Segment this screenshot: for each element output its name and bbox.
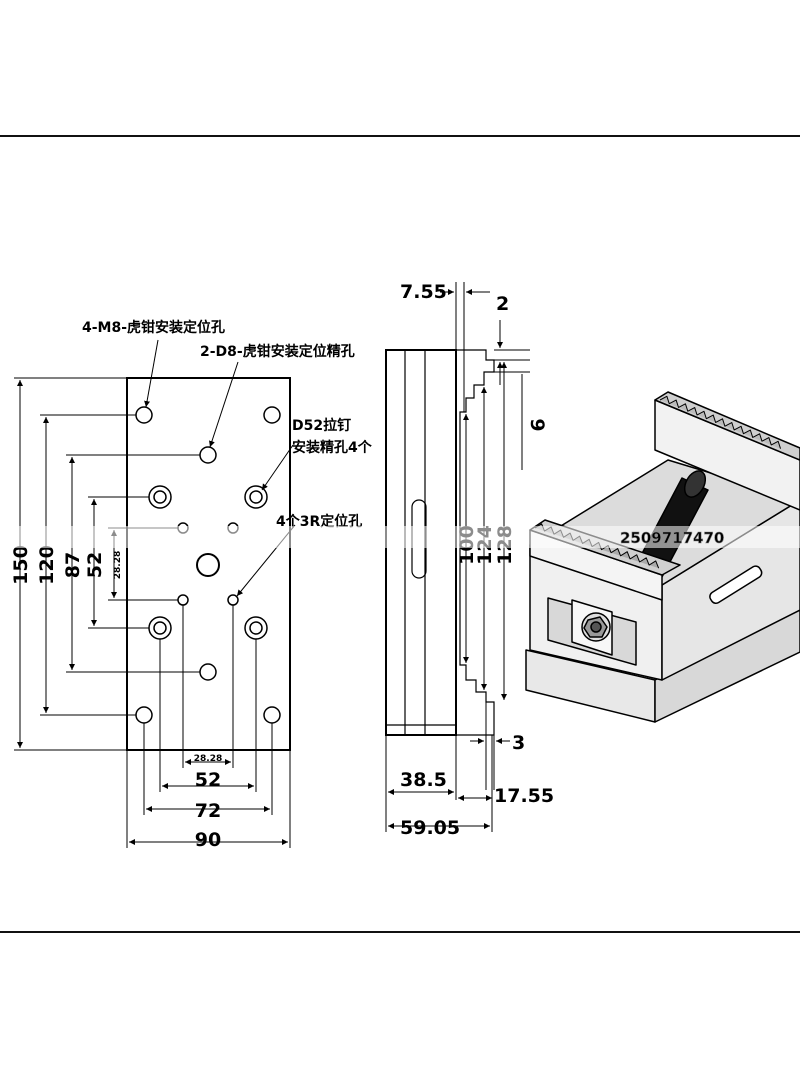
dim-120: 120 [36,545,58,585]
r3-callout: 4个3R定位孔 [276,513,362,530]
d8-hole-icon [199,446,217,464]
dim-150: 150 [10,545,32,585]
dim-38-5: 38.5 [400,769,447,791]
dim-72: 72 [195,800,221,822]
m8-hole-icon [135,706,153,724]
watermark-text: 2509717470 [620,529,724,547]
m8-hole-icon [135,406,153,424]
back-jaw-teeth [659,395,782,449]
m8-holes [135,406,281,724]
dim-17-55: 17.55 [494,785,554,807]
d52-holes [148,485,268,640]
dim-9: 9 [526,418,548,431]
side-view: 7.55 2 9 100 124 128 3 38.5 17.55 59.05 [385,281,554,839]
d52-callout-line2: 安装精孔4个 [292,439,373,456]
plate-view: 4-M8-虎钳安装定位孔 2-D8-虎钳安装定位精孔 D52拉钉 安装精孔4个 … [10,319,373,851]
dim-2: 2 [496,293,509,315]
horizontal-dimensions [126,605,291,848]
dim-28-28-vertical: 28.28 [113,551,123,579]
m8-hole-icon [263,406,281,424]
side-jaw-profile [456,349,495,736]
m8-hole-icon [263,706,281,724]
d52-callout-line1: D52拉钉 [292,417,351,434]
r3-hole-icon [227,594,239,606]
dim-87: 87 [62,552,84,578]
dim-3: 3 [512,732,525,754]
vise-view [525,391,800,723]
r3-hole-icon [177,594,189,606]
drawing-frame [0,135,800,933]
dim-52-horizontal: 52 [195,769,221,791]
m8-callout: 4-M8-虎钳安装定位孔 [82,319,225,336]
dim-59-05: 59.05 [400,817,460,839]
vise-side-slot [709,565,763,605]
center-hole-icon [196,553,220,577]
d8-callout: 2-D8-虎钳安装定位精孔 [200,343,355,360]
vertical-dimensions [14,377,200,751]
d8-hole-icon [199,663,217,681]
dim-90: 90 [195,829,221,851]
watermark: 2509717470 [0,526,800,548]
dim-7-55: 7.55 [400,281,447,303]
dim-28-28-horizontal: 28.28 [194,754,222,764]
dim-52-vertical: 52 [84,552,106,578]
